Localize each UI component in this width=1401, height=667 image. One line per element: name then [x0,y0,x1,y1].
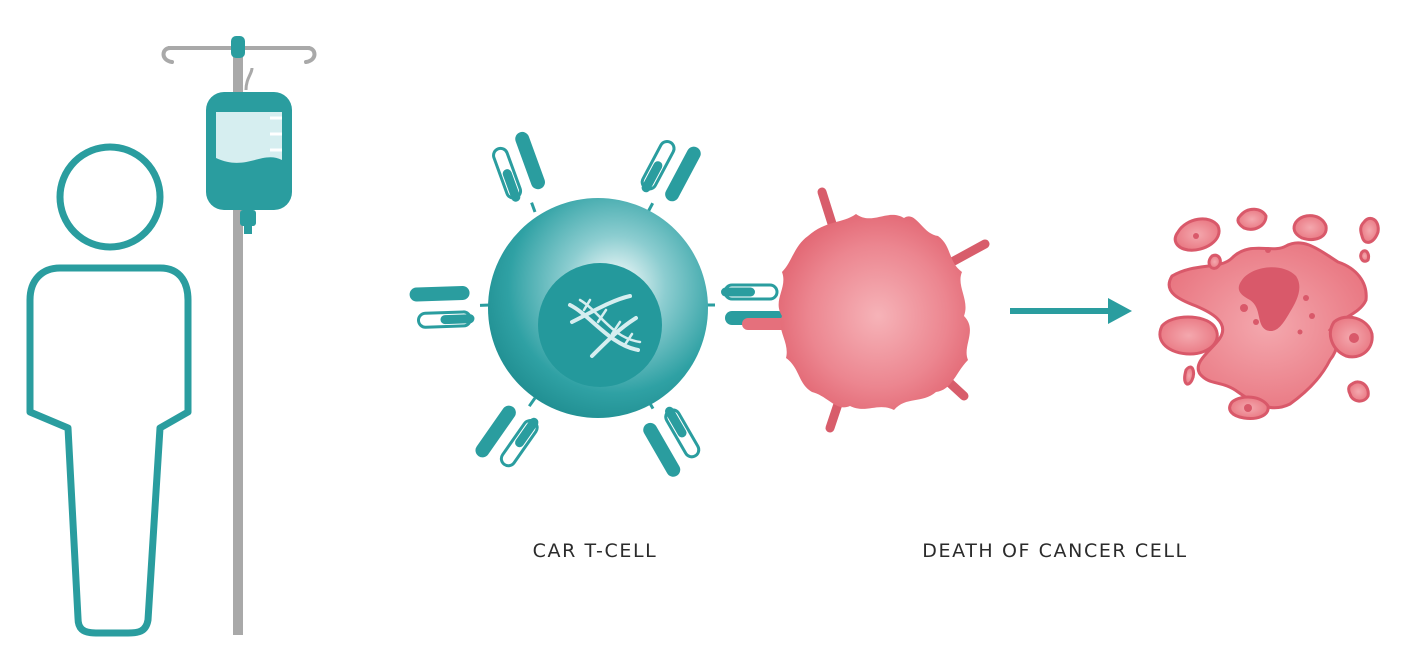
patient-head [56,143,164,251]
dna-icon [568,294,642,358]
arrow-right-icon [1010,298,1132,324]
iv-hook-left [161,46,174,64]
iv-bag-tube [244,224,252,234]
dead-cell-fragments-icon [1158,207,1380,420]
iv-pole-cap [231,36,245,58]
cancer-cell-body [778,214,970,410]
iv-bag-spout [240,210,256,226]
iv-bag-scale [270,116,282,152]
antigen-binding [742,318,788,330]
cancer-cell-icon [778,187,990,433]
iv-bag-hook [244,67,254,91]
patient-outline-icon [26,143,192,637]
patient-body [26,264,192,637]
t-cell-nucleus [538,263,662,387]
iv-pole [233,50,243,635]
car-t-cell-label: CAR T-CELL [532,540,658,562]
death-of-cancer-cell-label: DEATH OF CANCER CELL [922,540,1188,562]
dead-cell-nucleus-remnant [1238,267,1300,332]
car-t-cell [407,128,787,481]
iv-hook-right [304,46,317,64]
iv-drip-icon [161,36,317,635]
iv-bag-fluid-empty [216,112,282,163]
